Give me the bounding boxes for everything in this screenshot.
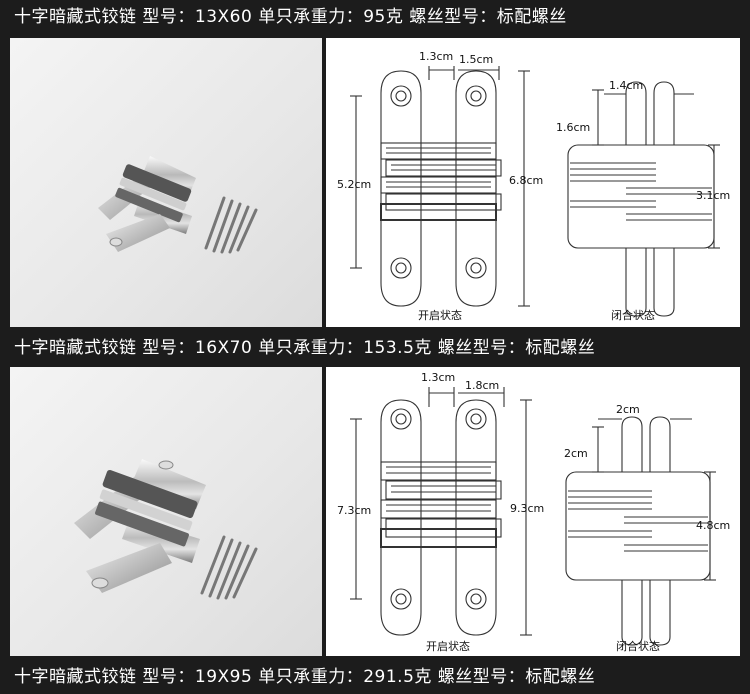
dim-label-inner: 7.3cm	[337, 504, 371, 517]
screws-image-small	[204, 196, 258, 254]
closed-right-leaf	[653, 81, 675, 317]
dim-label-w-left: 1.3cm	[421, 371, 455, 384]
open-right-leaf	[455, 399, 497, 636]
label-open-state: 开启状态	[418, 308, 462, 322]
spec-bar-16x70: 十字暗藏式铰链 型号：16X70 单只承重力：153.5克 螺丝型号：标配螺丝	[0, 331, 750, 365]
diagram-panel-13x60: 1.3cm 1.5cm 5.2cm 6.8cm 1.4cm 1.6cm 3.1c…	[326, 38, 740, 327]
dim-label-w-right: 1.8cm	[465, 379, 499, 392]
closed-body	[567, 144, 715, 249]
dim-label-total: 6.8cm	[509, 174, 543, 187]
product-photo-13x60	[10, 38, 322, 327]
dim-label-closed-top: 1.6cm	[556, 121, 590, 134]
dim-label-w-right: 1.5cm	[459, 53, 493, 66]
diagram-panel-16x70: 1.3cm 1.8cm 7.3cm 9.3cm 2cm 2cm 4.8cm 开启…	[326, 367, 740, 656]
spec-bar-13x60: 十字暗藏式铰链 型号：13X60 单只承重力：95克 螺丝型号：标配螺丝	[0, 0, 750, 34]
dim-label-inner: 5.2cm	[337, 178, 371, 191]
spec-text: 十字暗藏式铰链 型号：13X60 单只承重力：95克 螺丝型号：标配螺丝	[14, 7, 567, 27]
dim-label-total: 9.3cm	[510, 502, 544, 515]
label-closed-state: 闭合状态	[611, 308, 655, 322]
spec-text: 十字暗藏式铰链 型号：19X95 单只承重力：291.5克 螺丝型号：标配螺丝	[14, 667, 596, 687]
dim-label-w-left: 1.3cm	[419, 50, 453, 63]
open-right-leaf	[455, 70, 497, 307]
closed-left-leaf	[625, 81, 647, 317]
spec-bar-19x95: 十字暗藏式铰链 型号：19X95 单只承重力：291.5克 螺丝型号：标配螺丝	[0, 660, 750, 694]
hinge-image-large	[74, 459, 206, 593]
spec-text: 十字暗藏式铰链 型号：16X70 单只承重力：153.5克 螺丝型号：标配螺丝	[14, 338, 596, 358]
hinge-image-small	[98, 156, 196, 252]
dim-label-closed-h: 3.1cm	[696, 189, 730, 202]
dim-label-closed-top: 2cm	[564, 447, 588, 460]
closed-right-leaf	[649, 416, 671, 646]
label-open-state: 开启状态	[426, 639, 470, 653]
open-left-leaf	[380, 399, 422, 636]
dim-label-closed-w: 1.4cm	[609, 79, 643, 92]
open-left-leaf	[380, 70, 422, 307]
closed-left-leaf	[621, 416, 643, 646]
screws-image-large	[200, 535, 258, 600]
dim-label-closed-w: 2cm	[616, 403, 640, 416]
label-closed-state: 闭合状态	[616, 639, 660, 653]
dim-label-closed-h: 4.8cm	[696, 519, 730, 532]
product-photo-16x70	[10, 367, 322, 656]
closed-body	[565, 471, 711, 581]
